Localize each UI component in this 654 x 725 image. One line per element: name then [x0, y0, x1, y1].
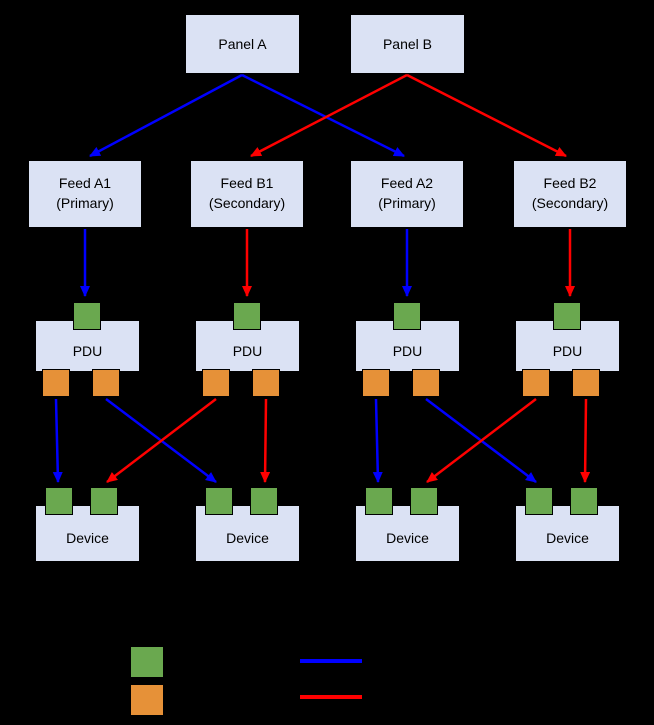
device-3-port-left [365, 487, 393, 515]
edge-pdu-2-device-2 [260, 398, 271, 483]
edge-panel-b-feed-b1 [250, 73, 408, 158]
pdu-4-outlet-right [572, 369, 600, 397]
device-1-port-left [45, 487, 73, 515]
device-3-node: Device [355, 505, 460, 562]
device-3-port-right [410, 487, 438, 515]
feed-a2-node: Feed A2 (Primary) [350, 160, 464, 228]
pdu-3-outlet-left [362, 369, 390, 397]
edge-panel-a-feed-a1 [89, 73, 243, 158]
feed-b1-name: Feed B1 [220, 175, 274, 192]
edge-pdu-3-device-3 [372, 398, 383, 483]
pdu-3-outlet-right [412, 369, 440, 397]
panel-b-node: Panel B [350, 14, 465, 74]
device-4-port-right [570, 487, 598, 515]
pdu-1-outlet-right [92, 369, 120, 397]
edge-pdu-3-device-4 [425, 398, 537, 483]
pdu-2-outlet-right [252, 369, 280, 397]
edge-pdu-1-device-1 [52, 398, 63, 483]
device-4-port-left [525, 487, 553, 515]
pdu-2-outlet-left [202, 369, 230, 397]
feed-a1-name: Feed A1 [58, 175, 112, 192]
pdu-4-label: PDU [552, 343, 583, 359]
pdu-4-inlet-port [553, 302, 581, 330]
edge-panel-b-feed-b2 [406, 73, 567, 158]
device-4-label: Device [546, 529, 589, 546]
feed-a2-name: Feed A2 [380, 175, 434, 192]
panel-a-label: Panel A [218, 36, 267, 52]
device-2-label: Device [226, 529, 269, 546]
device-2-port-left [205, 487, 233, 515]
panel-b-label: Panel B [382, 36, 433, 52]
device-1-port-right [90, 487, 118, 515]
feed-a1-role: (Primary) [56, 195, 114, 211]
panel-a-node: Panel A [185, 14, 300, 74]
pdu-1-inlet-port [73, 302, 101, 330]
pdu-3-label: PDU [392, 343, 423, 359]
feed-a1-node: Feed A1 (Primary) [28, 160, 142, 228]
pdu-1-outlet-left [42, 369, 70, 397]
device-2-port-right [250, 487, 278, 515]
edge-pdu-4-device-3 [426, 398, 537, 483]
legend-outlet-swatch [130, 684, 164, 716]
pdu-2-label: PDU [232, 343, 263, 359]
feed-b1-node: Feed B1 (Secondary) [190, 160, 304, 228]
feed-b2-name: Feed B2 [543, 175, 597, 192]
pdu-4-node: PDU [515, 320, 620, 372]
device-3-label: Device [386, 529, 429, 546]
pdu-2-inlet-port [233, 302, 261, 330]
feed-b2-role: (Secondary) [531, 195, 609, 211]
edge-panel-a-feed-a2 [241, 73, 405, 158]
feed-a2-role: (Primary) [378, 195, 436, 211]
device-1-label: Device [66, 529, 109, 546]
edge-pdu-2-device-1 [106, 398, 217, 483]
pdu-4-outlet-left [522, 369, 550, 397]
legend-inlet-swatch [130, 646, 164, 678]
pdu-3-inlet-port [393, 302, 421, 330]
edge-pdu-1-device-2 [105, 398, 217, 483]
feed-b2-node: Feed B2 (Secondary) [513, 160, 627, 228]
feed-b1-role: (Secondary) [208, 195, 286, 211]
pdu-1-label: PDU [72, 343, 103, 359]
pdu-2-node: PDU [195, 320, 300, 372]
edge-pdu-4-device-4 [580, 398, 591, 483]
